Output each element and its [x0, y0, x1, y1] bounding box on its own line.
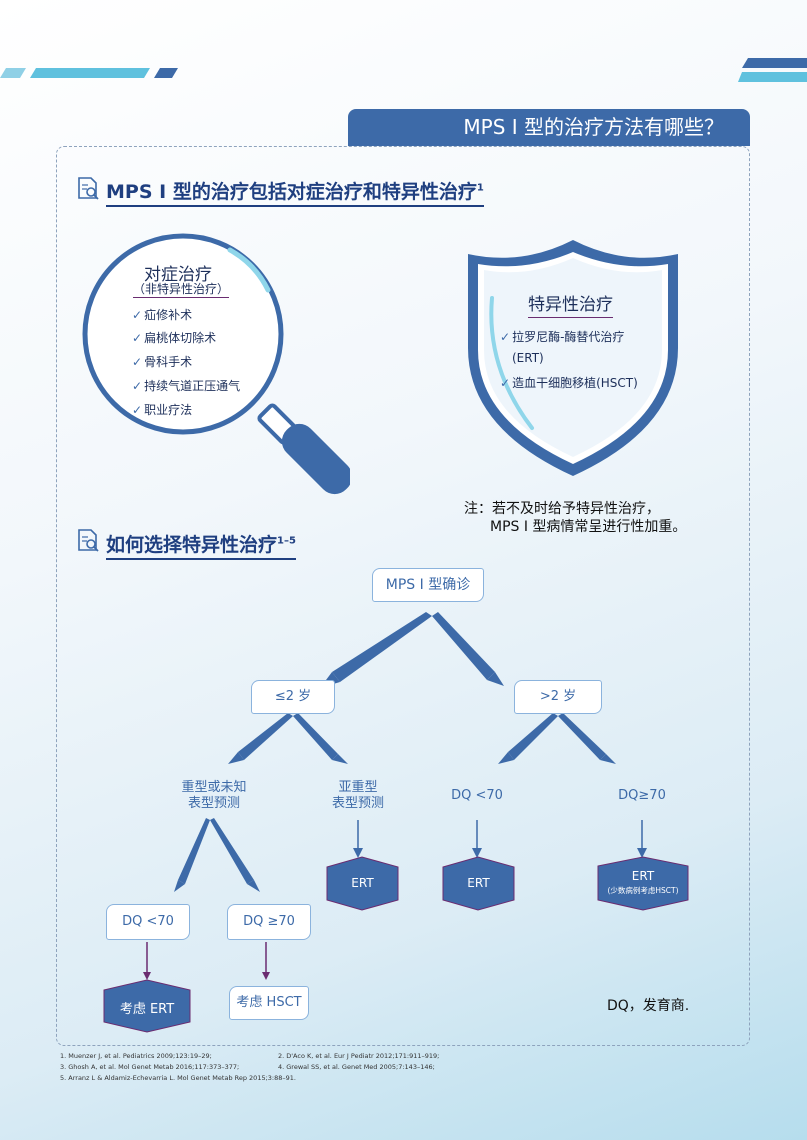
subsevere-line2: 表型预测 — [331, 796, 384, 811]
hexagon-ert-subsevere — [326, 856, 399, 911]
check-icon: ✓ — [500, 330, 511, 344]
item-label: 骨科手术 — [144, 355, 193, 369]
specific-item-2: (ERT) — [512, 351, 544, 365]
reference-2: 2. D'Aco K, et al. Eur J Pediatr 2012;17… — [278, 1052, 440, 1060]
page-header: MPS Ⅰ 型的治疗方法有哪些？ — [348, 109, 750, 146]
symptomatic-subtitle: （非特异性治疗） — [133, 282, 230, 298]
content-frame — [56, 146, 750, 1046]
symptomatic-item-2: ✓扁桃体切除术 — [132, 329, 216, 346]
stripe-3 — [154, 68, 178, 78]
item-label: 持续气道正压通气 — [144, 379, 241, 393]
wedge-root-right — [432, 612, 495, 680]
label-ert-dqlow: ERT — [467, 876, 490, 890]
wedge-young-right — [293, 713, 338, 760]
stripe-2 — [30, 68, 150, 78]
wedge-root-left — [332, 612, 432, 682]
hexagon-nodes — [103, 856, 689, 1033]
magnifier-handle — [281, 423, 350, 495]
label-ert-dqhigh-sub: (少数病例考虑HSCT) — [607, 886, 679, 895]
node-diagnosis: MPS Ⅰ 型确诊 — [372, 568, 484, 602]
label-ert-subsevere: ERT — [351, 876, 374, 890]
section-title-sup: 1 — [476, 182, 484, 194]
section-title-text: 如何选择特异性治疗 — [106, 534, 278, 556]
section-title-treatment: MPS Ⅰ 型的治疗包括对症治疗和特异性治疗1 — [106, 177, 484, 207]
label-consider-ert: 考虑 ERT — [119, 1002, 175, 1017]
stripe-4 — [742, 58, 807, 68]
shield-highlight — [489, 296, 534, 430]
wedge-severe-right — [210, 818, 254, 884]
symptomatic-item-1: ✓疝修补术 — [132, 306, 192, 323]
top-stripes-left — [0, 58, 807, 82]
note-line-1: 注：若不及时给予特异性治疗， — [464, 501, 660, 517]
wedge-old-left — [508, 713, 558, 760]
document-search-icon — [78, 177, 99, 200]
label-ert-dqhigh: ERT — [631, 869, 655, 883]
magnifier-lens — [82, 233, 284, 435]
wedge-young-left — [238, 713, 293, 760]
specific-title: 特异性治疗 — [528, 290, 613, 318]
wedge-old-left-tip — [498, 752, 514, 764]
check-icon: ✓ — [132, 308, 143, 322]
check-icon: ✓ — [500, 376, 511, 390]
section-title-selection: 如何选择特异性治疗1–5 — [106, 530, 296, 560]
wedge-severe-left — [178, 818, 210, 884]
wedge-old-right-tip — [600, 754, 616, 764]
check-icon: ✓ — [132, 403, 143, 417]
stripe-5 — [738, 72, 807, 82]
magnifier-graphic — [82, 233, 350, 495]
specific-item-1: ✓拉罗尼酶-酶替代治疗 — [500, 328, 624, 345]
node-dq-low-old: DQ <70 — [451, 788, 503, 803]
item-label: 职业疗法 — [144, 403, 193, 417]
node-dq-low-young: DQ <70 — [106, 904, 190, 940]
hexagon-ert-dqlow — [442, 856, 515, 911]
node-age-old: >2 岁 — [514, 680, 602, 714]
symptomatic-item-4: ✓持续气道正压通气 — [132, 377, 240, 394]
node-consider-hsct: 考虑 HSCT — [229, 986, 309, 1020]
check-icon: ✓ — [132, 355, 143, 369]
shield-inner — [484, 258, 662, 457]
reference-4: 4. Grewal SS, et al. Genet Med 2005;7:14… — [278, 1063, 435, 1071]
wedge-severe-left-tip — [174, 880, 185, 892]
wedge-young-right-tip — [332, 754, 348, 764]
item-label: (ERT) — [512, 351, 544, 365]
section-title-sup: 1–5 — [277, 535, 296, 547]
stripe-1 — [0, 68, 26, 78]
item-label: 扁桃体切除术 — [144, 331, 217, 345]
severe-line2: 表型预测 — [187, 796, 240, 811]
node-dq-high-young: DQ ≥70 — [227, 904, 311, 940]
document-search-icon — [78, 529, 99, 552]
hexagon-ert-dqhigh — [597, 856, 689, 911]
wedge-old-right — [558, 713, 606, 760]
subsevere-line1: 亚重型 — [338, 780, 378, 795]
check-icon: ✓ — [132, 331, 143, 345]
branch-wedges — [174, 612, 616, 892]
reference-5: 5. Arranz L & Aldamiz-Echevarria L. Mol … — [60, 1074, 296, 1082]
hexagon-consider-ert — [103, 979, 191, 1033]
dq-footnote: DQ，发育商. — [607, 998, 690, 1014]
check-icon: ✓ — [132, 379, 143, 393]
symptomatic-item-5: ✓职业疗法 — [132, 401, 192, 418]
symptomatic-item-3: ✓骨科手术 — [132, 353, 192, 370]
wedge-severe-right-tip — [247, 880, 260, 892]
section-title-text: MPS Ⅰ 型的治疗包括对症治疗和特异性治疗 — [106, 181, 477, 203]
node-age-young: ≤2 岁 — [251, 680, 335, 714]
reference-3: 3. Ghosh A, et al. Mol Genet Metab 2016;… — [60, 1063, 240, 1071]
item-label: 疝修补术 — [144, 308, 193, 322]
lens-highlight — [227, 247, 271, 293]
node-severe: 重型或未知 表型预测 — [164, 780, 264, 812]
severe-line1: 重型或未知 — [181, 780, 247, 795]
item-label: 造血干细胞移植(HSCT) — [512, 376, 638, 390]
symptomatic-title: 对症治疗 — [144, 265, 212, 285]
shield-graphic — [468, 240, 678, 476]
specific-item-3: ✓造血干细胞移植(HSCT) — [500, 374, 638, 391]
wedge-root-right-tip — [487, 672, 504, 686]
reference-1: 1. Muenzer J, et al. Pediatrics 2009;123… — [60, 1052, 212, 1060]
note-line-2: MPS Ⅰ 型病情常呈进行性加重。 — [490, 519, 687, 535]
node-dq-high-old: DQ≥70 — [618, 788, 666, 803]
wedge-young-left-tip — [228, 752, 244, 764]
node-subsevere: 亚重型 表型预测 — [318, 780, 398, 812]
item-label: 拉罗尼酶-酶替代治疗 — [512, 330, 625, 344]
